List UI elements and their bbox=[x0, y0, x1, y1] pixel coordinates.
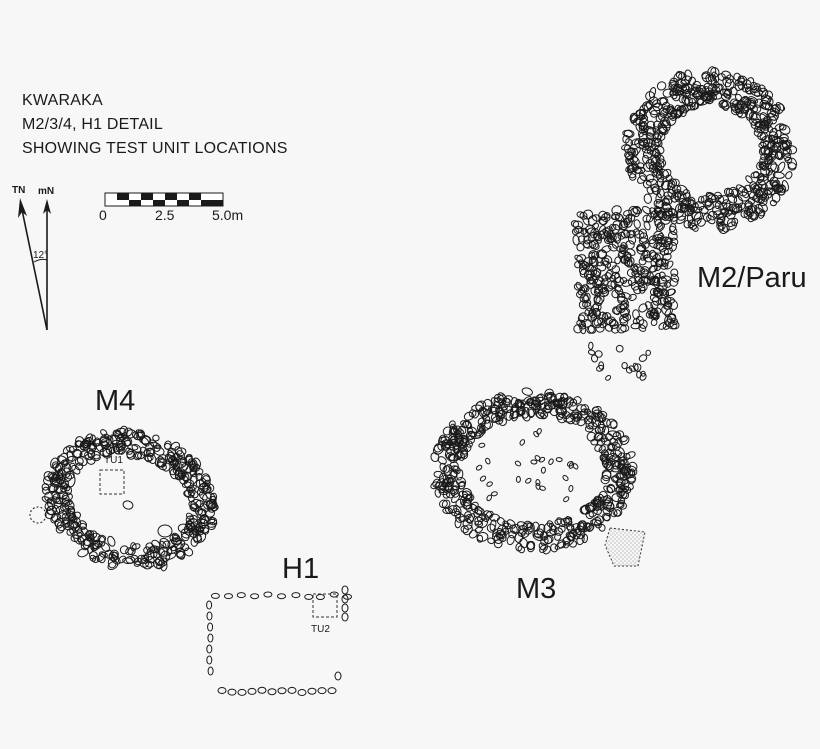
m3-stipple-patch bbox=[604, 527, 646, 567]
m3-label: M3 bbox=[516, 573, 557, 605]
tu1-label: TU1 bbox=[104, 455, 123, 466]
title-line-caption: SHOWING TEST UNIT LOCATIONS bbox=[22, 140, 288, 157]
scale-bar bbox=[104, 192, 224, 207]
scale-label-mid: 2.5 bbox=[155, 207, 175, 223]
scale-label-end: 5.0m bbox=[212, 207, 244, 223]
declination-label: 12° bbox=[33, 250, 49, 261]
magnetic-north-label: mN bbox=[38, 186, 55, 197]
north-arrow bbox=[18, 198, 51, 331]
map-title-block: KWARAKA M2/3/4, H1 DETAIL SHOWING TEST U… bbox=[22, 89, 288, 161]
tu2-label: TU2 bbox=[311, 624, 330, 635]
true-north-label: TN bbox=[12, 185, 26, 196]
h1-label: H1 bbox=[282, 553, 320, 585]
m4-mound bbox=[29, 425, 219, 572]
m3-mound bbox=[430, 387, 638, 555]
title-line-site: KWARAKA bbox=[22, 92, 103, 109]
title-line-features: M2/3/4, H1 DETAIL bbox=[22, 116, 163, 133]
h1-house-outline bbox=[206, 585, 352, 696]
m2-paru-label: M2/Paru bbox=[697, 262, 807, 294]
tu2-square bbox=[312, 593, 338, 618]
m2-paru-mound bbox=[570, 66, 798, 381]
m4-label: M4 bbox=[95, 385, 136, 417]
scale-label-0: 0 bbox=[99, 207, 107, 223]
tu1-square bbox=[99, 469, 125, 495]
